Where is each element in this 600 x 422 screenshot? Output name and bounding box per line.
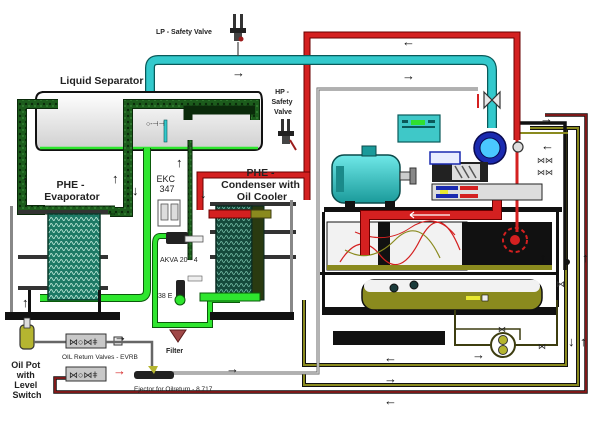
lp-safety-valve-label: LP - Safety Valve — [156, 29, 212, 36]
oil-separator — [326, 220, 552, 271]
arrow-up-right-1: ↑ — [540, 250, 547, 265]
hp-safety-valve-label: HP - Safety Valve — [272, 89, 295, 116]
hp-safety-valve — [278, 119, 297, 151]
oil-pot — [19, 317, 70, 350]
oil-line-gray — [160, 87, 478, 375]
akva-expansion-valve — [166, 232, 204, 244]
oil-return-valve-1: ⋈○⋈ǂ — [65, 333, 154, 368]
svg-text:⋈○⋈ǂ: ⋈○⋈ǂ — [69, 337, 98, 347]
liquid-separator-label: Liquid Separator — [60, 75, 143, 87]
svg-text:⋈: ⋈ — [498, 325, 506, 334]
svg-text:⋈: ⋈ — [556, 279, 565, 289]
oil-receiver — [361, 279, 543, 311]
ekc-347-label: EKC 347 — [156, 174, 177, 194]
arrow-left-bottom-1: ← — [384, 350, 397, 365]
arrow-left-bottom-3: ← — [384, 393, 397, 408]
flow-arrows: ← → → → ← ↑ ↑ ↓ ↑ ↓ → → → ← → ← → ↑ ↑ ↓ … — [22, 34, 589, 408]
arrow-up-right-2: ↑ — [582, 250, 589, 265]
svg-text:⋈⋈: ⋈⋈ — [537, 156, 553, 165]
electric-motor — [331, 145, 417, 207]
oil-pump: ⋈ ⋈ — [333, 300, 558, 358]
arrow-right-pump: → — [472, 347, 485, 362]
lp-safety-valve — [230, 14, 246, 56]
control-panel — [397, 114, 441, 143]
arrow-right-bottom-2: → — [384, 371, 397, 386]
phe-evaporator-label: PHE - Evaporator — [44, 179, 99, 203]
ekc-347-controller — [157, 199, 181, 227]
arrow-right-ejector-out: → — [226, 361, 239, 376]
filter — [169, 329, 187, 343]
arrow-down-liquid: ↓ — [132, 183, 139, 198]
svg-text:⋈: ⋈ — [538, 342, 546, 351]
arrow-up-evap-right: ↑ — [112, 171, 119, 186]
oil-return-valves-label: OIL Return Valves - EVRB — [62, 354, 138, 361]
oil-return-red-line — [53, 113, 588, 394]
small-valve-icon: ○-⊣⊣ — [146, 121, 165, 128]
valve-38e-label: 38 E — [158, 293, 173, 300]
oil-line-outer — [302, 126, 580, 387]
filter-label: Filter — [166, 348, 183, 355]
phe-evaporator — [5, 206, 120, 320]
arrow-right-suction: → — [402, 68, 415, 83]
liquid-line — [40, 148, 240, 328]
phe-condenser-label: PHE - Condenser with Oil Cooler — [221, 167, 303, 203]
oil-return-valve-2: ⋈○⋈ǂ — [65, 366, 107, 382]
suction-stop-valve — [477, 90, 501, 110]
akva-label: AKVA 20 - 4 — [160, 257, 198, 264]
arrow-left-oil: ← — [541, 138, 554, 153]
suction-line — [145, 55, 497, 128]
gas-pipe — [163, 119, 168, 143]
svg-text:⋈○⋈ǂ: ⋈○⋈ǂ — [69, 370, 98, 380]
arrow-up-ekc: ↑ — [176, 155, 183, 170]
phe-condenser — [199, 200, 296, 320]
arrow-down-condenser: ↓ — [200, 186, 207, 201]
arrow-left-top: ← — [402, 34, 415, 49]
discharge-line — [196, 31, 521, 210]
arrow-up-right-3: ↑ — [580, 334, 587, 349]
right-valve-cluster: ⋈⋈ ⋈⋈ ⋈ — [537, 156, 570, 289]
arrow-up-evap-left: ↑ — [22, 173, 29, 188]
compressor-frame — [320, 207, 562, 315]
oil-pot-label: Oil Pot with Level Switch — [11, 360, 43, 400]
ejector-label: Ejector for Oilreturn - 8 717 — [134, 386, 213, 393]
arrow-down-right: ↓ — [568, 334, 575, 349]
screw-compressor — [429, 131, 543, 201]
oil-line-upper — [516, 121, 568, 270]
arrow-right-suction-2: → — [232, 65, 245, 80]
arrow-up-oil-pot: ↑ — [22, 295, 29, 310]
arrow-right-ejector-in: → — [113, 363, 126, 378]
valve-38e — [174, 275, 203, 306]
arrow-right-oil: → — [540, 111, 553, 126]
ejector — [134, 366, 174, 379]
arrow-right-oil-return: → — [114, 329, 127, 344]
svg-text:⋈⋈: ⋈⋈ — [537, 168, 553, 177]
